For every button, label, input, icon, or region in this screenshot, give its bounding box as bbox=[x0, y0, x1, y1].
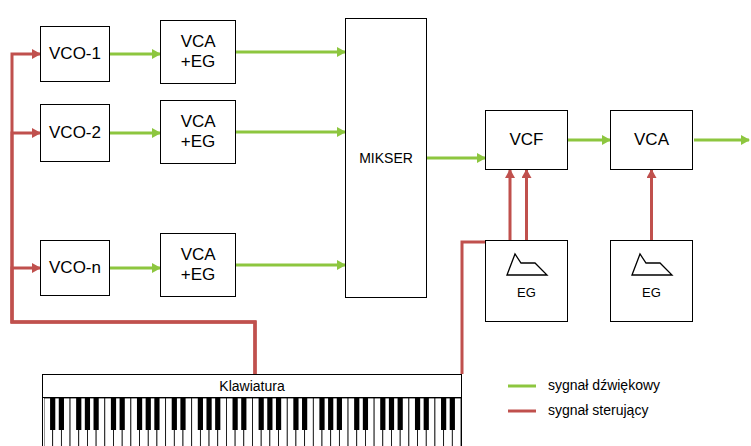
audio-signal-arrow bbox=[568, 139, 610, 142]
box-label: VCA +EG bbox=[181, 32, 215, 73]
box-label: VCF bbox=[510, 130, 544, 150]
audio-signal-arrow bbox=[427, 157, 485, 160]
keyboard: Klawiatura bbox=[42, 374, 462, 446]
legend-text: sygnał dźwiękowy bbox=[548, 377, 660, 393]
control-signal-arrow bbox=[525, 170, 528, 240]
control-signal-arrow bbox=[12, 133, 255, 374]
output-line bbox=[694, 139, 749, 142]
oscillator-box: VCO-1 bbox=[40, 26, 110, 82]
audio-signal-arrow bbox=[110, 132, 160, 135]
legend-sample-control bbox=[508, 410, 536, 413]
audio-signal-arrow bbox=[236, 51, 345, 54]
keyboard-label: Klawiatura bbox=[43, 375, 461, 398]
box-label: VCA +EG bbox=[181, 112, 215, 153]
mixer-box: MIKSER bbox=[345, 18, 427, 298]
envelope-box: EG bbox=[485, 240, 568, 322]
control-signal-arrow bbox=[12, 54, 255, 374]
amplifier-box: VCA +EG bbox=[160, 233, 236, 297]
box-label: VCA bbox=[634, 130, 669, 150]
envelope-icon bbox=[505, 251, 549, 277]
box-label: VCO-1 bbox=[49, 44, 101, 64]
filter-box: VCF bbox=[485, 110, 568, 170]
amplifier-box: VCA +EG bbox=[160, 100, 236, 164]
keyboard-keys bbox=[44, 398, 461, 446]
amplifier-box: VCA bbox=[610, 110, 693, 170]
box-label: MIKSER bbox=[359, 150, 413, 167]
box-label: EG bbox=[642, 285, 661, 301]
box-label: VCO-n bbox=[49, 258, 101, 278]
audio-signal-arrow bbox=[236, 131, 345, 134]
oscillator-box: VCO-n bbox=[40, 240, 110, 296]
audio-signal-arrow bbox=[236, 264, 345, 267]
envelope-box: EG bbox=[610, 240, 693, 322]
amplifier-box: VCA +EG bbox=[160, 20, 236, 84]
legend-sample-audio bbox=[508, 385, 536, 388]
oscillator-box: VCO-2 bbox=[40, 104, 110, 162]
envelope-icon bbox=[630, 251, 674, 277]
box-label: VCA +EG bbox=[181, 245, 215, 286]
audio-signal-arrow bbox=[110, 53, 160, 56]
box-label: VCO-2 bbox=[49, 123, 101, 143]
box-label: EG bbox=[517, 285, 536, 301]
audio-signal-arrow bbox=[110, 267, 160, 270]
control-signal-arrow bbox=[650, 170, 653, 240]
legend-text: sygnał sterujący bbox=[548, 402, 648, 418]
